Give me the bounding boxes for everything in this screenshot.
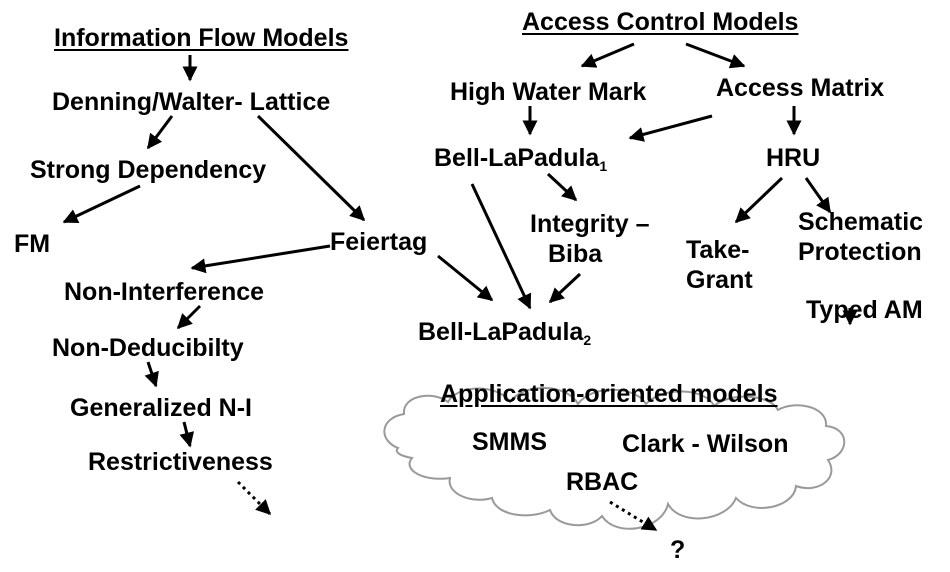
node-typed-am: Typed AM: [806, 296, 923, 324]
node-bell-lapadula-2-subscript: 2: [583, 332, 592, 348]
edge-rbac-dotted: [609, 500, 658, 532]
node-fm: FM: [14, 230, 51, 258]
node-rbac: RBAC: [566, 468, 639, 496]
edge-blp1-to-blp2: [470, 183, 532, 310]
node-non-interference: Non-Interference: [64, 278, 265, 306]
edge-hru-to-schematic: [804, 177, 832, 214]
node-clark-wilson: Clark - Wilson: [622, 430, 789, 458]
node-bell-lapadula-2: Bell-LaPadula2: [418, 318, 591, 354]
edge-accessmatrix-to-blp1: [628, 114, 713, 142]
node-smms: SMMS: [472, 428, 547, 456]
information-flow-header: Information Flow Models: [54, 24, 349, 52]
node-restrictiveness: Restrictiveness: [88, 448, 273, 476]
edge-feiertag-to-noninterference: [190, 244, 331, 274]
node-schematic-line1: Schematic: [798, 208, 924, 236]
edge-strong-to-fm: [62, 184, 141, 224]
edge-hru-to-takegrant: [734, 176, 784, 224]
edge-denning-to-strong: [146, 115, 174, 150]
node-bell-lapadula-1-subscript: 1: [599, 158, 608, 174]
application-cloud: [383, 387, 846, 530]
edge-integrity-to-blp2: [548, 272, 582, 304]
node-schematic-line2: Protection: [798, 238, 922, 266]
application-header: Application-oriented models: [440, 380, 778, 408]
edge-acm-to-highwater: [580, 42, 635, 68]
node-take-grant-line1: Take-: [686, 236, 750, 264]
edge-restrictiveness-dotted: [236, 480, 272, 516]
edge-generalized-to-restrictiveness: [179, 421, 195, 448]
node-strong-dependency: Strong Dependency: [30, 156, 267, 184]
node-access-matrix: Access Matrix: [716, 74, 885, 102]
edge-acm-to-accessmatrix: [685, 42, 746, 69]
node-high-water-mark: High Water Mark: [450, 78, 647, 106]
node-bell-lapadula-1-label: Bell-LaPadula: [434, 144, 600, 172]
node-feiertag: Feiertag: [330, 228, 428, 256]
node-take-grant-line2: Grant: [686, 266, 753, 294]
node-non-deducibility: Non-Deducibilty: [52, 334, 244, 362]
node-bell-lapadula-1: Bell-LaPadula1: [434, 144, 607, 180]
node-question-mark: ?: [670, 536, 686, 564]
node-integrity-line1: Integrity –: [530, 210, 650, 238]
edge-feiertag-to-blp2: [437, 254, 494, 302]
node-bell-lapadula-2-label: Bell-LaPadula: [418, 318, 584, 346]
node-generalized-ni: Generalized N-I: [70, 394, 252, 422]
edge-blp1-to-integrity: [546, 172, 578, 202]
access-control-header: Access Control Models: [522, 8, 799, 36]
edge-denning-to-feiertag: [256, 114, 366, 222]
node-integrity-line2: Biba: [548, 240, 603, 268]
node-hru: HRU: [766, 144, 821, 172]
edge-noninterference-to-nondeducibility: [176, 304, 202, 330]
node-denning-walter-lattice: Denning/Walter- Lattice: [52, 88, 331, 116]
edge-nondeducibility-to-generalized: [144, 361, 159, 388]
